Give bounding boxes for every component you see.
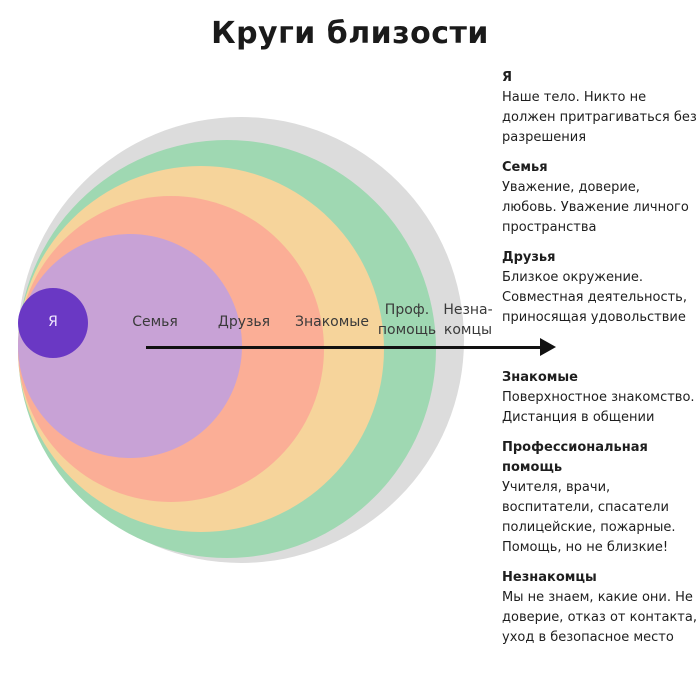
circle-me — [18, 288, 88, 358]
legend-body: Близкое окружение. Совместная деятельнос… — [502, 270, 687, 325]
arrow-right-icon — [540, 338, 556, 356]
legend-prof-help: Профессиональная помощь Учителя, врачи, … — [502, 438, 698, 558]
page-title: Круги близости — [211, 16, 489, 51]
legend-strangers: Незнакомцы Мы не знаем, какие они. Не до… — [502, 568, 698, 648]
legend-heading: Незнакомцы — [502, 570, 597, 585]
legend-me: Я Наше тело. Никто не должен притрагиват… — [502, 68, 698, 148]
legend-body: Уважение, доверие, любовь. Уважение личн… — [502, 180, 689, 235]
label-prof-help: Проф. помощь — [374, 300, 440, 340]
legend-body: Учителя, врачи, воспитатели, спасатели п… — [502, 480, 676, 555]
legend-family: Семья Уважение, доверие, любовь. Уважени… — [502, 158, 698, 238]
legend-body: Поверхностное знакомство. Дистанция в об… — [502, 390, 695, 425]
legend-heading: Я — [502, 70, 513, 85]
legend-heading: Семья — [502, 160, 548, 175]
label-strangers-line2: комцы — [443, 322, 493, 338]
label-prof-help-line2: помощь — [377, 322, 437, 338]
label-acquaintances: Знакомые — [295, 314, 369, 330]
legend-heading: Профессиональная помощь — [502, 440, 648, 475]
legend-body: Мы не знаем, какие они. Не доверие, отка… — [502, 590, 697, 645]
label-me: Я — [48, 314, 58, 330]
label-friends: Друзья — [217, 314, 271, 330]
distance-arrow-line — [146, 346, 542, 349]
label-family: Семья — [132, 314, 178, 330]
label-strangers: Незна- комцы — [440, 300, 496, 340]
legend-heading: Знакомые — [502, 370, 578, 385]
legend-friends: Друзья Близкое окружение. Совместная дея… — [502, 248, 698, 328]
legend-acquaintances: Знакомые Поверхностное знакомство. Диста… — [502, 368, 698, 428]
legend-heading: Друзья — [502, 250, 556, 265]
legend-body: Наше тело. Никто не должен притрагиватьс… — [502, 90, 697, 145]
label-strangers-line1: Незна- — [443, 302, 493, 318]
label-prof-help-line1: Проф. — [384, 302, 430, 318]
